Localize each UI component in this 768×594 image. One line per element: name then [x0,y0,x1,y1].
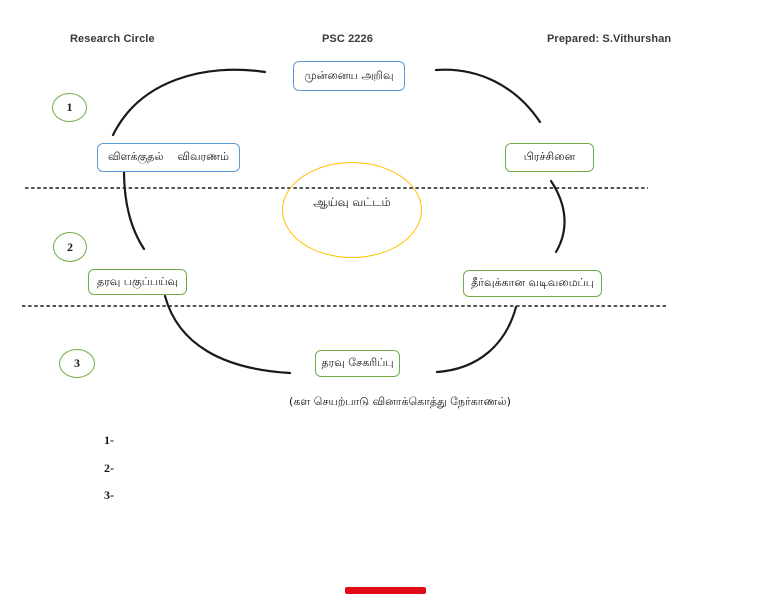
arc-explanation-to-analysis [122,169,146,251]
footnote-2: 2- [104,461,114,475]
stage-circle-3: 3 [59,349,95,378]
arc-analysis-to-collection [163,294,292,375]
stage-circle-1: 1 [52,93,87,122]
node-prior-knowledge: முன்னைய அறிவு [293,61,405,91]
footnote-1: 1- [104,433,114,447]
arc-collection-to-solution [435,305,518,374]
arc-prior-to-problem [434,68,542,124]
stage-circle-2: 2 [53,232,87,262]
footnote-3: 3- [104,488,114,502]
node-data-analysis: தரவு பகுப்பய்வு [88,269,187,295]
header-left-title: Research Circle [70,33,155,45]
header-prepared-by: Prepared: S.Vithurshan [547,33,672,45]
header-course-code: PSC 2226 [322,33,373,45]
red-marker-bar [345,587,426,594]
node-problem: பிரச்சினை [505,143,594,172]
arc-problem-to-solution [549,179,566,254]
node-explanation: விளக்குதல் விவரணம் [97,143,240,172]
center-ellipse-research-circle: ஆய்வு வட்டம் [282,162,422,258]
node-data-collection: தரவு சேகரிப்பு [315,350,400,377]
node-solution-design: தீர்வுக்கான வடிவமைப்பு [463,270,602,297]
arc-explanation-to-prior [111,68,267,137]
methods-caption: (கள செயற்பாடு வினாக்கொத்து நேர்காணல்) [289,395,511,408]
